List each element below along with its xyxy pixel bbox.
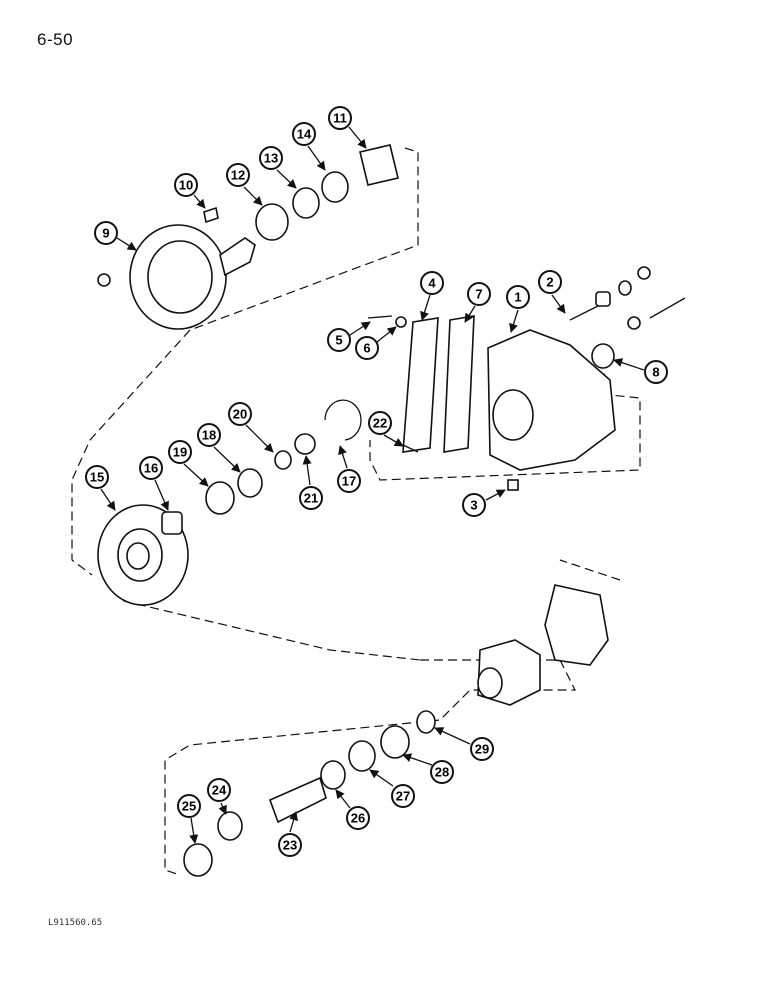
callout-24-label: 24 — [212, 783, 227, 798]
spacer-part-2b — [595, 291, 611, 307]
sleeve-part-11 — [359, 144, 399, 186]
washer-part-20 — [274, 450, 292, 470]
callout-5: 5 — [327, 321, 371, 352]
nut-part-21 — [294, 433, 316, 455]
bushing-part-8 — [591, 343, 615, 369]
race-part-28 — [380, 725, 410, 759]
callout-16: 16 — [139, 456, 169, 511]
callout-14-label: 14 — [297, 127, 312, 142]
callout-6: 6 — [355, 326, 397, 360]
bolt-part-10 — [203, 206, 219, 224]
callout-1: 1 — [506, 285, 530, 333]
snap-ring-part-17 — [324, 399, 362, 441]
housing-part-1 — [487, 329, 616, 471]
callout-11-label: 11 — [333, 111, 347, 126]
washer-part-2c — [618, 280, 632, 296]
callout-3: 3 — [462, 489, 506, 517]
callout-14: 14 — [292, 122, 326, 171]
bearing-part-26 — [320, 760, 346, 790]
callout-25: 25 — [177, 794, 201, 844]
callout-5-label: 5 — [335, 333, 342, 348]
bolt-part-2f — [649, 297, 686, 319]
callout-27-label: 27 — [396, 789, 410, 804]
callout-21-label: 21 — [304, 491, 318, 506]
callout-19: 19 — [168, 440, 209, 487]
bolt-part-5 — [367, 315, 393, 319]
washer-part-2e — [627, 316, 641, 330]
callout-22-label: 22 — [373, 416, 387, 431]
callout-15: 15 — [85, 465, 116, 511]
callout-12: 12 — [226, 163, 263, 206]
callout-17: 17 — [337, 445, 361, 493]
callout-3-label: 3 — [470, 498, 477, 513]
spacer-part-16 — [161, 511, 183, 535]
stud-part-2 — [569, 304, 601, 321]
cone-part-27 — [348, 740, 376, 772]
callout-26: 26 — [335, 789, 370, 830]
callout-24: 24 — [207, 778, 231, 815]
callout-9-label: 9 — [102, 226, 109, 241]
callout-16-label: 16 — [144, 461, 158, 476]
callout-4-label: 4 — [428, 276, 436, 291]
fitting-part-3 — [507, 479, 519, 491]
callout-2-label: 2 — [546, 275, 553, 290]
callout-28: 28 — [402, 753, 454, 784]
figure-code: L911560.65 — [48, 918, 103, 928]
callout-18: 18 — [197, 423, 241, 473]
callout-8: 8 — [613, 358, 668, 384]
callout-2: 2 — [538, 270, 566, 314]
bearing-part-24 — [217, 811, 243, 841]
race-part-25 — [183, 843, 213, 877]
callout-18-label: 18 — [202, 428, 216, 443]
part-shapes — [97, 144, 686, 877]
callout-20: 20 — [228, 402, 274, 453]
callout-9: 9 — [94, 221, 137, 251]
callout-13: 13 — [259, 146, 297, 189]
callout-28-label: 28 — [435, 765, 449, 780]
callout-13-label: 13 — [264, 151, 278, 166]
bearing-part-13 — [292, 187, 320, 219]
lower-housing — [477, 584, 609, 706]
callout-4: 4 — [420, 271, 444, 321]
seal-part-29 — [416, 710, 436, 734]
page-number: 6-50 — [37, 30, 74, 49]
gasket-part-4 — [402, 317, 439, 453]
callout-25-label: 25 — [182, 799, 196, 814]
callout-23-label: 23 — [283, 838, 297, 853]
shaft-part-23 — [268, 776, 327, 824]
callout-29-label: 29 — [475, 742, 489, 757]
callout-12-label: 12 — [231, 168, 245, 183]
seal-part-19 — [205, 481, 235, 515]
race-part-12 — [255, 203, 289, 241]
callout-1-label: 1 — [514, 290, 521, 305]
callout-8-label: 8 — [652, 365, 659, 380]
callout-10: 10 — [174, 173, 206, 209]
callout-20-label: 20 — [233, 407, 247, 422]
callout-19-label: 19 — [173, 445, 187, 460]
callout-17-label: 17 — [342, 474, 356, 489]
callout-29: 29 — [434, 727, 494, 761]
callout-22: 22 — [368, 411, 404, 447]
callout-21: 21 — [299, 455, 323, 510]
callout-27: 27 — [369, 769, 415, 808]
callout-7-label: 7 — [475, 287, 482, 302]
callout-11: 11 — [328, 106, 367, 149]
gasket-part-7 — [443, 315, 475, 453]
pin-part-22 — [402, 444, 419, 453]
bearing-part-18 — [237, 468, 263, 498]
callout-10-label: 10 — [179, 178, 193, 193]
callout-6-label: 6 — [363, 341, 370, 356]
callout-15-label: 15 — [90, 470, 104, 485]
callout-26-label: 26 — [351, 811, 365, 826]
race-part-14 — [321, 171, 349, 203]
callout-23: 23 — [278, 811, 302, 857]
callout-7: 7 — [464, 282, 491, 323]
nut-part-2d — [637, 266, 651, 280]
washer-part-6 — [395, 316, 407, 328]
flange-part-9 — [97, 224, 256, 330]
